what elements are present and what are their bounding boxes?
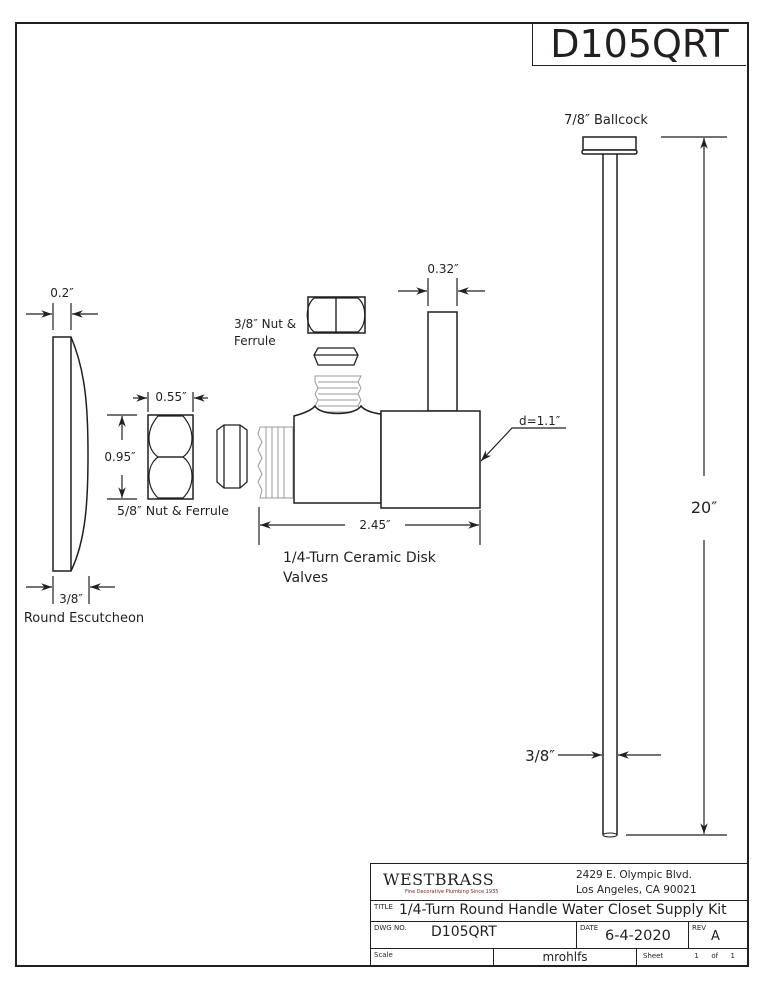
address-line-1: 2429 E. Olympic Blvd. [576, 869, 693, 881]
valve-diameter-label: d=1.1″ [519, 414, 561, 428]
large-nut [147, 414, 194, 500]
valve-diameter-leader [480, 427, 566, 462]
large-nut-width-dimension [133, 392, 208, 412]
drawing-number: D105QRT [550, 21, 729, 66]
rev-value: A [711, 929, 720, 944]
title-field-label: TITLE [374, 903, 393, 911]
escutcheon-base-dimension [26, 576, 115, 604]
date-field-label: DATE [580, 924, 599, 932]
dwg-no-field-label: DWG NO. [374, 924, 407, 932]
ballcock-length-label: 20″ [691, 498, 717, 517]
ballcock-name: 7/8″ Ballcock [564, 113, 648, 128]
drawing-number-box: D105QRT [532, 22, 746, 66]
drawing-title: 1/4-Turn Round Handle Water Closet Suppl… [399, 902, 727, 918]
small-ferrule [313, 347, 359, 366]
title-block: WESTBRASS Fine Decorative Plumbing Since… [370, 863, 747, 966]
escutcheon-depth-label: 0.2″ [50, 286, 74, 300]
ballcock-tube [581, 136, 638, 838]
valve-name-line1: 1/4-Turn Ceramic Disk [283, 550, 437, 566]
valve-handle-width-label: 0.32″ [427, 262, 459, 276]
valve-name-line2: Valves [283, 570, 328, 586]
date-value: 6-4-2020 [605, 928, 671, 944]
escutcheon [52, 336, 89, 572]
date-cell: DATE 6-4-2020 [577, 922, 689, 948]
dwg-no-value: D105QRT [431, 924, 497, 940]
dwg-row: DWG NO. D105QRT DATE 6-4-2020 REV A [371, 922, 747, 949]
ballcock-length-dimension [626, 136, 727, 836]
valve-side-thread [257, 426, 294, 499]
rev-cell: REV A [689, 922, 747, 948]
sheet-cell: Sheet 1 of 1 [637, 949, 747, 966]
large-nut-height-dimension [107, 414, 137, 500]
valve-body [293, 404, 382, 504]
address-line-2: Los Angeles, CA 90021 [576, 884, 697, 896]
valve-length-label: 2.45″ [359, 518, 391, 532]
small-nut [306, 296, 366, 334]
dwg-no-cell: DWG NO. D105QRT [371, 922, 577, 948]
valve-handle-width-dimension [398, 278, 485, 306]
title-block-header-row: WESTBRASS Fine Decorative Plumbing Since… [371, 864, 747, 901]
sheet-total: 1 [730, 952, 735, 960]
small-nut-name-line2: Ferrule [234, 334, 276, 348]
large-nut-height-label: 0.95″ [104, 450, 136, 464]
company-address: 2429 E. Olympic Blvd. Los Angeles, CA 90… [576, 868, 697, 898]
drawn-by-cell: mrohlfs [494, 949, 637, 966]
valve-handle [380, 311, 481, 509]
valve-top-thread [314, 375, 362, 419]
valve-length-dimension [258, 507, 481, 545]
scale-row: Scale mrohlfs Sheet 1 of 1 [371, 949, 747, 966]
drawn-by-value: mrohlfs [542, 950, 588, 964]
company-logo: WESTBRASS [383, 870, 495, 889]
escutcheon-base-label: 3/8″ [59, 592, 83, 606]
escutcheon-name: Round Escutcheon [24, 611, 144, 626]
large-ferrule [216, 424, 248, 489]
scale-field-label: Scale [374, 951, 393, 959]
sheet-field-label: Sheet [643, 952, 664, 960]
escutcheon-depth-dimension [26, 303, 98, 330]
title-row: TITLE 1/4-Turn Round Handle Water Closet… [371, 901, 747, 922]
scale-cell: Scale [371, 949, 494, 966]
sheet-number: 1 [694, 952, 699, 960]
small-nut-name-line1: 3/8″ Nut & [234, 317, 296, 331]
sheet-info: Sheet 1 of 1 [643, 952, 735, 960]
ballcock-diameter-label: 3/8″ [525, 747, 555, 765]
sheet-of-label: of [711, 952, 719, 960]
large-nut-width-label: 0.55″ [155, 390, 187, 404]
company-tagline: Fine Decorative Plumbing Since 1935 [405, 889, 499, 895]
large-nut-name: 5/8″ Nut & Ferrule [117, 503, 229, 518]
rev-field-label: REV [692, 924, 707, 932]
